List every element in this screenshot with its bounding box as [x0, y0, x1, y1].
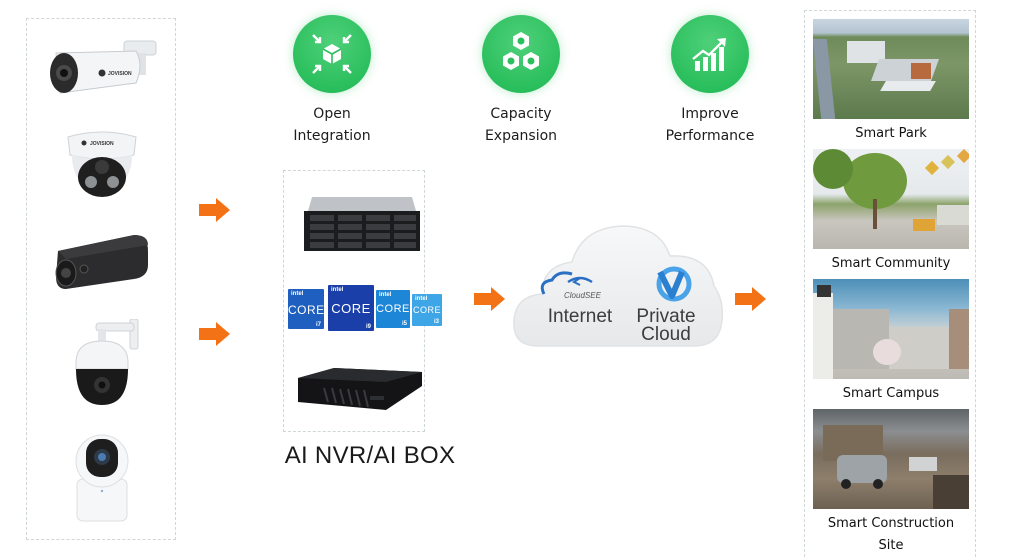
scenario-smart-construction-site: Smart Construction Site	[813, 409, 969, 557]
growth-chart-icon	[671, 15, 749, 93]
feature-improve-performance: Improve Performance	[635, 15, 785, 147]
cloud-shape	[513, 225, 724, 347]
arrow-right-icon	[199, 322, 230, 346]
scenario-smart-community: Smart Community	[813, 149, 969, 275]
feature-label-line2: Expansion	[484, 128, 558, 144]
integration-cube-icon	[293, 15, 371, 93]
scenario-label-line1: Smart Construction	[827, 516, 955, 531]
bullet-camera: JOVISION	[27, 37, 177, 103]
nvr-title: AI NVR/AI BOX	[284, 442, 456, 469]
internet-label: Internet	[547, 306, 613, 327]
ptz-camera	[27, 319, 177, 411]
smart-community-photo	[813, 149, 969, 249]
smart-campus-photo	[813, 279, 969, 379]
scenario-label: Smart Community	[831, 256, 951, 271]
intel-core-i9-badge: intel CORE i9	[328, 285, 374, 331]
feature-capacity-expansion: Capacity Expansion	[446, 15, 596, 147]
scenario-label: Smart Campus	[842, 386, 940, 401]
arrow-right-icon	[474, 287, 505, 311]
camera-devices-panel: JOVISION JOVISION	[26, 18, 176, 540]
svg-text:CloudSEE: CloudSEE	[564, 291, 602, 300]
private-cloud-label-line1: Private	[636, 306, 696, 327]
feature-label-line2: Integration	[293, 128, 371, 144]
scenario-label: Smart Park	[855, 126, 927, 141]
scenario-label-line2: Site	[878, 538, 904, 553]
scenario-label: Smart Construction Site	[813, 513, 969, 557]
arrow-right-icon	[735, 287, 766, 311]
private-cloud-logo-icon	[656, 266, 692, 302]
cloud-services: CloudSEE Internet Private Cloud	[510, 220, 725, 352]
dome-camera: JOVISION	[27, 127, 177, 207]
smart-park-photo	[813, 19, 969, 119]
feature-label-line2: Performance	[665, 128, 755, 144]
box-camera	[27, 231, 177, 291]
intel-core-i3-badge: intel CORE i3	[412, 294, 442, 326]
feature-label-line1: Open	[313, 106, 351, 122]
smart-construction-site-photo	[813, 409, 969, 509]
hexagon-nuts-icon	[482, 15, 560, 93]
scenario-smart-park: Smart Park	[813, 19, 969, 145]
nvr-devices-panel: intel CORE i7 intel CORE i9 intel CORE i…	[283, 170, 442, 432]
intel-core-i5-badge: intel CORE i5	[376, 290, 410, 328]
ai-box	[298, 368, 422, 410]
feature-label-line1: Improve	[681, 106, 739, 122]
svg-text:JOVISION: JOVISION	[108, 71, 132, 77]
intel-core-i7-badge: intel CORE i7	[288, 289, 325, 329]
feature-label-line1: Capacity	[490, 106, 552, 122]
svg-text:JOVISION: JOVISION	[90, 141, 114, 147]
rack-server	[304, 197, 420, 251]
indoor-pan-tilt-camera	[27, 431, 177, 523]
feature-open-integration: Open Integration	[257, 15, 407, 147]
cloudsee-logo-icon: CloudSEE	[540, 271, 602, 300]
application-scenarios-panel: Smart Park Smart Community Smart Campus	[804, 10, 976, 557]
arrow-right-icon	[199, 198, 230, 222]
private-cloud-label-line2: Cloud	[641, 324, 691, 345]
scenario-smart-campus: Smart Campus	[813, 279, 969, 405]
